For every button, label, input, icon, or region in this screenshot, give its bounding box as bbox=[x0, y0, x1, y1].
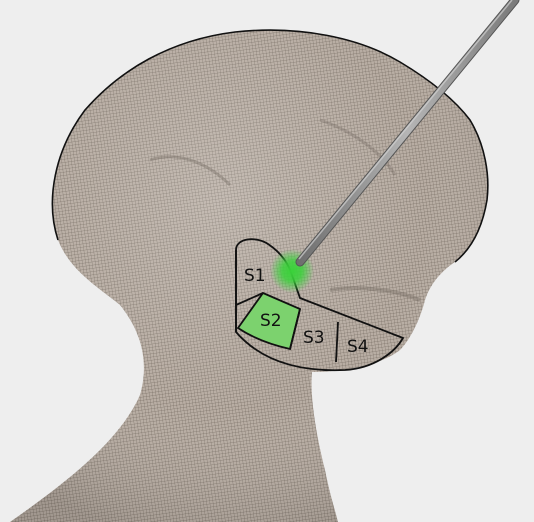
segment-label-s1: S1 bbox=[244, 266, 266, 286]
segment-label-s4: S4 bbox=[347, 337, 369, 357]
segment-label-s2: S2 bbox=[260, 311, 282, 331]
segment-label-s3: S3 bbox=[303, 328, 325, 348]
